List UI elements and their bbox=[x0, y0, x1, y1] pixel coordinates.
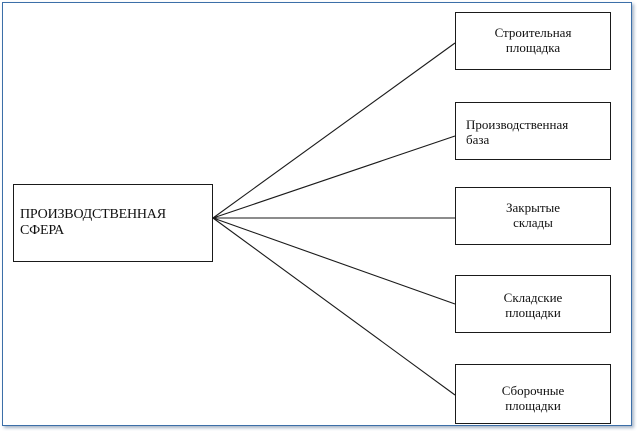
child-node-production-base: Производственная база bbox=[455, 102, 611, 160]
child-node-label-line2: площадка bbox=[505, 40, 561, 55]
root-node-label-line1: ПРОИЗВОДСТВЕННАЯ bbox=[20, 207, 166, 222]
child-node-storage-areas: Складские площадки bbox=[455, 275, 611, 333]
child-node-label-line1: Закрытые bbox=[505, 200, 561, 215]
child-node-label-line1: Сборочные bbox=[501, 383, 565, 398]
child-node-assembly-areas: Сборочные площадки bbox=[455, 364, 611, 424]
child-node-label-line2: площадки bbox=[505, 305, 561, 320]
child-node-label-line2: база bbox=[466, 132, 490, 147]
child-node-closed-warehouses: Закрытые склады bbox=[455, 187, 611, 245]
child-node-label-line1: Строительная bbox=[494, 25, 572, 40]
child-node-label-line1: Производственная bbox=[466, 117, 569, 132]
root-node-label-line2: СФЕРА bbox=[20, 223, 65, 238]
connector-to-production-base bbox=[212, 135, 456, 219]
child-node-label-line2: площадки bbox=[505, 398, 561, 413]
connector-to-construction-site bbox=[212, 42, 456, 219]
connector-to-assembly-areas bbox=[212, 217, 456, 396]
child-node-label-line2: склады bbox=[513, 215, 553, 230]
root-node-production-sphere: ПРОИЗВОДСТВЕННАЯ СФЕРА bbox=[13, 184, 213, 262]
child-node-construction-site: Строительная площадка bbox=[455, 12, 611, 70]
child-node-label-line1: Складские bbox=[503, 290, 563, 305]
connector-to-storage-areas bbox=[212, 217, 456, 305]
